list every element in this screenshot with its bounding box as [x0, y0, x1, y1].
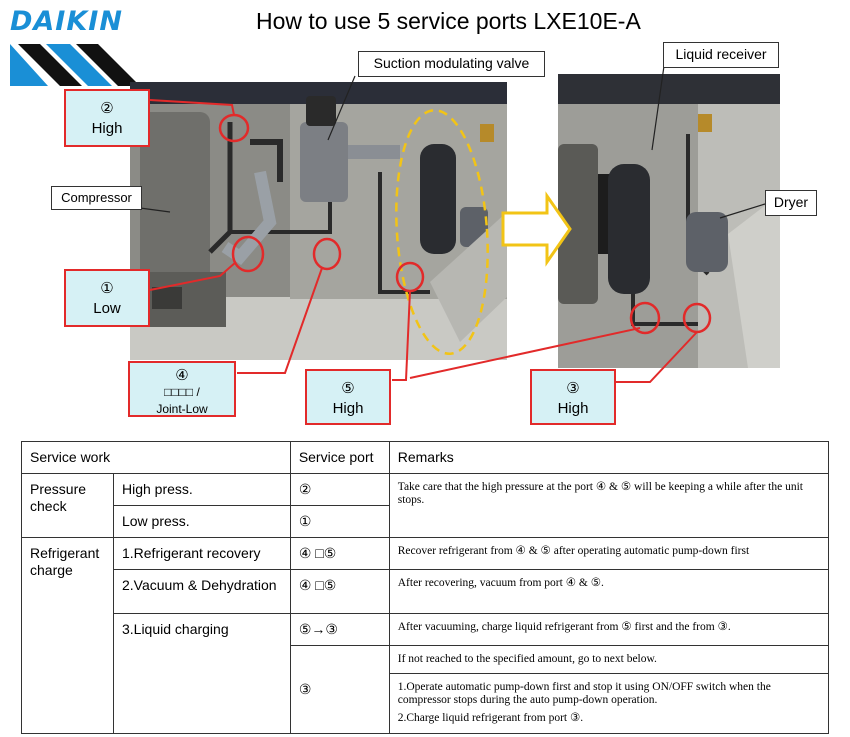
pressure-check-label: Pressure check [21, 473, 114, 538]
callout-port-3: ③ High [530, 369, 616, 425]
callout-port-4: ④ □□□□ / Joint-Low [128, 361, 236, 417]
liquid-port-2-value: ③ [298, 681, 312, 697]
port-5-marker [395, 261, 425, 293]
callout-port-5-number: ⑤ [341, 380, 355, 397]
table-row: Refrigerant charge 1.Refrigerant recover… [21, 537, 830, 734]
unit-photo-right [558, 74, 780, 368]
callout-port-5-label: High [332, 400, 364, 417]
port-3b-marker [682, 302, 712, 334]
logo-mark-icon [10, 44, 140, 86]
table-header-row: Service work Service port Remarks [21, 441, 830, 474]
low-press-port: ① [289, 505, 390, 538]
table-row: ③ If not reached to the specified amount… [22, 645, 830, 734]
label-dryer: Dryer [765, 190, 817, 216]
liquid-port-2: ③ [289, 645, 390, 734]
liquid-remark-1: After vacuuming, charge liquid refrigera… [388, 613, 830, 646]
annotation-overlay [139, 65, 766, 383]
label-liquid-receiver: Liquid receiver [663, 42, 779, 68]
label-suction-valve: Suction modulating valve [358, 51, 545, 77]
vacuum-remark: After recovering, vacuum from port ④ & ⑤… [388, 569, 830, 614]
table-row: Pressure check High press. ② Take care t… [21, 473, 830, 538]
callout-port-2-label: High [91, 120, 123, 137]
callout-port-1-number: ① [100, 280, 114, 297]
vacuum-item: 2.Vacuum & Dehydration [112, 569, 291, 614]
recovery-remark: Recover refrigerant from ④ & ⑤ after ope… [388, 537, 830, 570]
liquid-remark-steps: 1.Operate automatic pump-down first and … [388, 673, 830, 734]
callout-port-3-label: High [557, 400, 589, 417]
liquid-remark-2: If not reached to the specified amount, … [388, 645, 830, 674]
high-press-port: ② [289, 473, 390, 506]
liquid-port-1: ⑤→③ [289, 613, 390, 646]
callout-port-1-label: Low [93, 300, 121, 317]
callout-port-4-label: Joint-Low [156, 402, 208, 416]
callout-port-4-number: ④ [175, 367, 189, 384]
low-press-item: Low press. [112, 505, 291, 538]
table-row: 3.Liquid charging ⑤→③ After vacuuming, c… [22, 613, 830, 734]
table-row: Low press. ① [22, 505, 829, 538]
header-service-port: Service port [289, 441, 390, 474]
callout-port-1: ① Low [64, 269, 150, 327]
vacuum-port: ④ □⑤ [289, 569, 390, 614]
callout-port-2-number: ② [100, 100, 114, 117]
high-press-item: High press. [112, 473, 291, 506]
unit-photo-right-image [558, 74, 780, 368]
callout-port-3-number: ③ [566, 380, 580, 397]
port-3a-marker [629, 301, 661, 335]
callout-port-5: ⑤ High [305, 369, 391, 425]
recovery-item: 1.Refrigerant recovery [112, 537, 291, 570]
daikin-logo: DAIKIN [8, 6, 148, 86]
callout-port-2: ② High [64, 89, 150, 147]
highlight-ellipse [395, 109, 489, 355]
refrigerant-charge-label: Refrigerant charge [21, 537, 114, 734]
callout-port-4-label-jp: □□□□ / [164, 385, 200, 399]
liquid-remark-3: 1.Operate automatic pump-down first and … [397, 681, 771, 706]
header-remarks: Remarks [388, 441, 830, 474]
service-port-table: Service work Service port Remarks Pressu… [21, 441, 830, 734]
unit-photo-left-image [130, 82, 507, 360]
logo-wordmark: DAIKIN [10, 6, 123, 37]
port-4-marker [312, 237, 342, 271]
header-service-work: Service work [21, 441, 291, 474]
table-row: 2.Vacuum & Dehydration ④ □⑤ After recove… [22, 569, 830, 614]
liquid-remark-4: 2.Charge liquid refrigerant from port ③. [397, 712, 584, 724]
page-title: How to use 5 service ports LXE10E-A [256, 8, 641, 34]
table-row: 1.Operate automatic pump-down first and … [22, 673, 830, 734]
recovery-port: ④ □⑤ [289, 537, 390, 570]
port-2-marker [218, 113, 250, 143]
port-1-marker [231, 235, 265, 273]
transfer-arrow-icon [501, 191, 572, 267]
liquid-item: 3.Liquid charging [112, 613, 291, 734]
unit-photo-left [130, 82, 507, 360]
high-press-remark: Take care that the high pressure at the … [388, 473, 830, 538]
label-compressor: Compressor [51, 186, 142, 210]
